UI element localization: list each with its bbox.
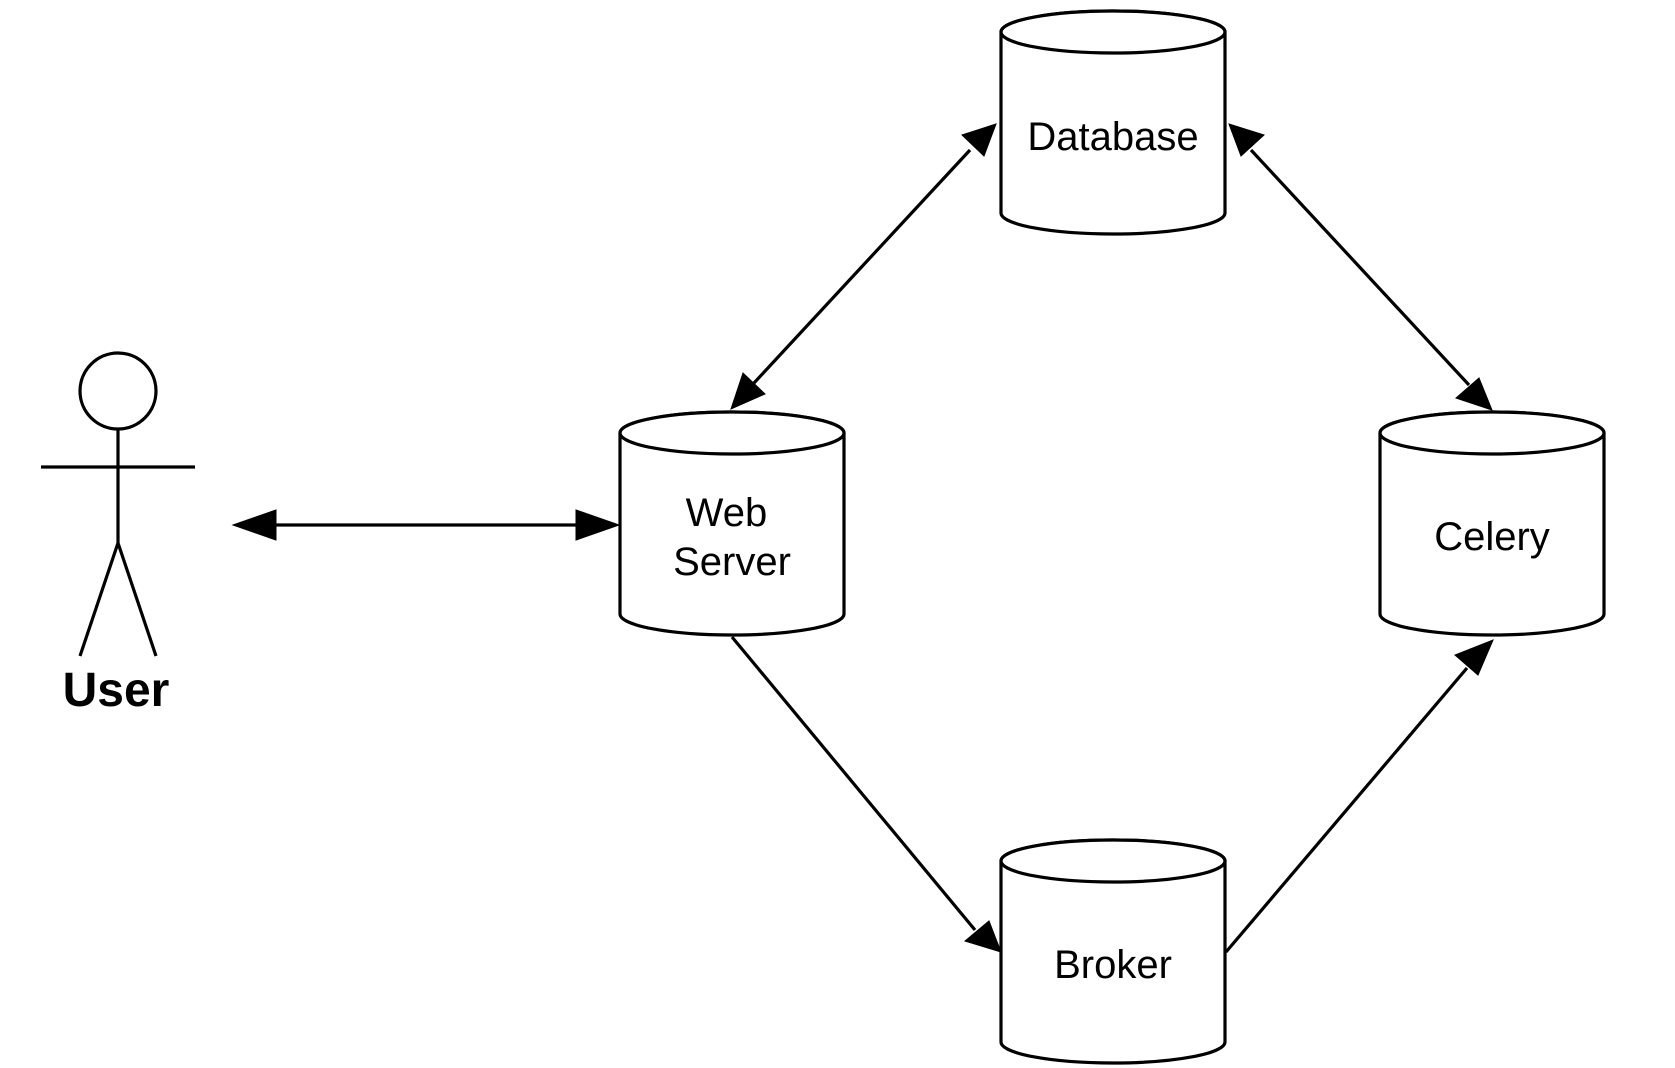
arrowhead-left-icon [231, 509, 277, 541]
edge-broker-celery [1224, 639, 1494, 954]
cylinder-top [1378, 410, 1606, 456]
actor-user: User [41, 351, 195, 717]
node-label-database: Database [1027, 115, 1198, 159]
cylinder-top [999, 9, 1227, 55]
node-label-web-server: Web Server [673, 491, 791, 584]
node-label-broker: Broker [1054, 943, 1172, 987]
arrowhead-icon [730, 372, 766, 410]
edge-user-webserver [231, 509, 621, 541]
arrowhead-right-icon [575, 509, 621, 541]
node-web-server: Web Server [618, 410, 846, 637]
arrowhead-icon [1228, 123, 1265, 157]
stick-figure-icon [41, 351, 195, 657]
node-celery: Celery [1378, 410, 1606, 637]
edge-webserver-broker [730, 635, 1002, 953]
node-label-celery: Celery [1434, 515, 1550, 559]
edge-webserver-database [730, 123, 997, 410]
node-database: Database [999, 9, 1227, 236]
actor-label: User [63, 664, 170, 717]
node-label-line: Web [686, 491, 768, 535]
edge-database-celery [1228, 123, 1493, 411]
arrowhead-icon [963, 920, 1002, 953]
node-broker: Broker [999, 838, 1227, 1065]
arrowhead-icon [961, 123, 997, 157]
arrowhead-icon [1454, 639, 1494, 676]
cylinder-top [999, 838, 1227, 884]
cylinder-top [618, 410, 846, 456]
arrowhead-icon [1455, 377, 1493, 411]
node-label-line: Server [673, 540, 791, 584]
